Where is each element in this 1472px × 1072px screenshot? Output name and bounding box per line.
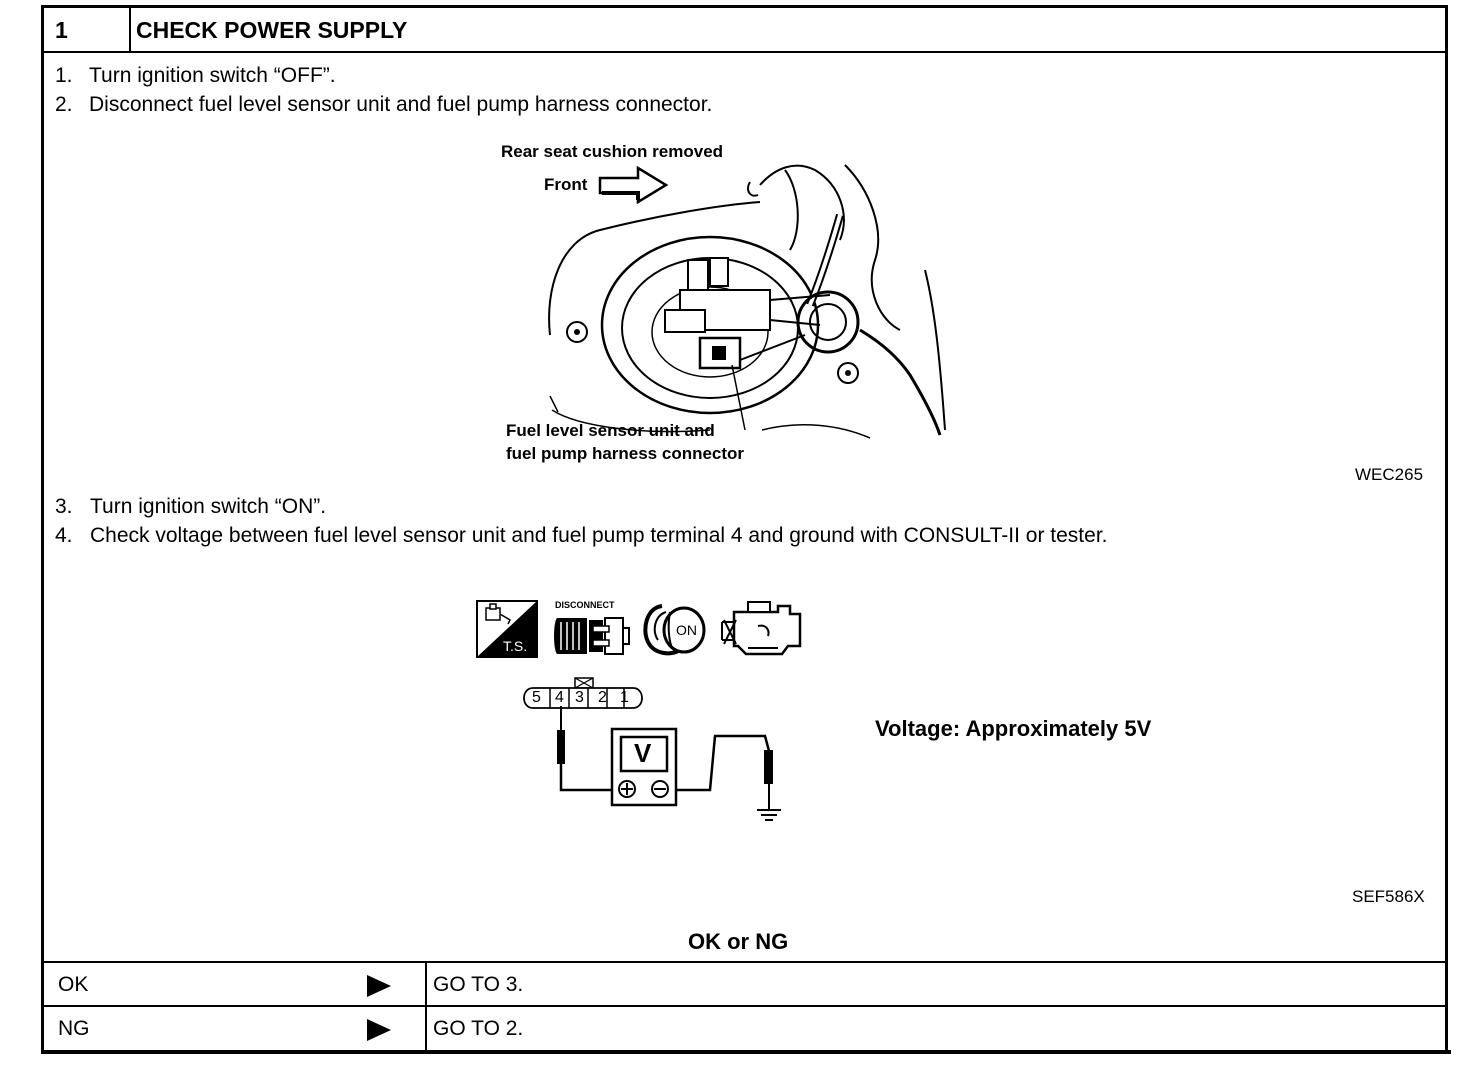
frame-top [41, 5, 1448, 8]
figure1-callout-line2: fuel pump harness connector [506, 444, 745, 463]
result-row-ok[interactable]: OK GO TO 3. [44, 963, 1445, 1005]
step-1-text: Turn ignition switch “OFF”. [89, 64, 336, 87]
step-2-number: 2. [55, 93, 73, 116]
step-4-text: Check voltage between fuel level sensor … [90, 524, 1108, 547]
header-divider [41, 51, 1448, 53]
result-ng-label: NG [58, 1017, 90, 1040]
disconnect-label: DISCONNECT [555, 600, 615, 610]
voltmeter [610, 727, 678, 807]
arrow-right-icon [367, 1019, 391, 1041]
engine-off-icon [721, 601, 802, 656]
step-4-number: 4. [55, 524, 73, 547]
frame-right [1445, 5, 1448, 1054]
step-number: 1 [55, 17, 68, 43]
test-stand-label: T.S. [503, 638, 528, 654]
front-arrow-icon [598, 165, 669, 205]
figure1-label-top: Rear seat cushion removed [501, 142, 724, 161]
voltmeter-label: V [634, 738, 652, 768]
fuel-pump-drawing [548, 164, 946, 439]
result-ok-action[interactable]: GO TO 3. [433, 973, 524, 996]
result-row-ng[interactable]: NG GO TO 2. [44, 1007, 1445, 1050]
frame-bottom [41, 1050, 1451, 1054]
figure1-code: WEC265 [1355, 465, 1424, 484]
figure1-label-front: Front [544, 175, 588, 194]
terminal-1: 1 [620, 689, 629, 706]
harness-connector [523, 687, 643, 709]
arrow-right-icon [367, 975, 391, 997]
voltmeter-wiring [557, 706, 781, 821]
step-1-number: 1. [55, 64, 73, 87]
terminal-2: 2 [598, 689, 607, 706]
terminal-3: 3 [575, 689, 584, 706]
result-question: OK or NG [688, 929, 789, 954]
voltage-spec: Voltage: Approximately 5V [875, 716, 1152, 741]
ignition-on-label: ON [676, 622, 697, 638]
result-divider-middle [41, 1005, 1448, 1007]
test-stand-icon [476, 600, 538, 658]
step-3-number: 3. [55, 495, 73, 518]
ignition-on-icon [643, 604, 706, 656]
result-column-divider [425, 961, 427, 1052]
step-2-text: Disconnect fuel level sensor unit and fu… [89, 93, 713, 116]
step-3-text: Turn ignition switch “ON”. [90, 495, 327, 518]
result-ng-action[interactable]: GO TO 2. [433, 1017, 524, 1040]
result-ok-label: OK [58, 973, 89, 996]
figure1-callout-line1: Fuel level sensor unit and [506, 421, 715, 440]
page-title: CHECK POWER SUPPLY [136, 17, 408, 43]
frame-left [41, 5, 44, 1054]
header-cell-divider [129, 5, 131, 52]
terminal-4: 4 [555, 689, 564, 706]
terminal-5: 5 [532, 689, 541, 706]
terminal-3-unused-mark [574, 677, 594, 689]
result-divider-top [41, 961, 1448, 963]
figure2-code: SEF586X [1352, 887, 1425, 906]
disconnect-icon [554, 617, 630, 655]
